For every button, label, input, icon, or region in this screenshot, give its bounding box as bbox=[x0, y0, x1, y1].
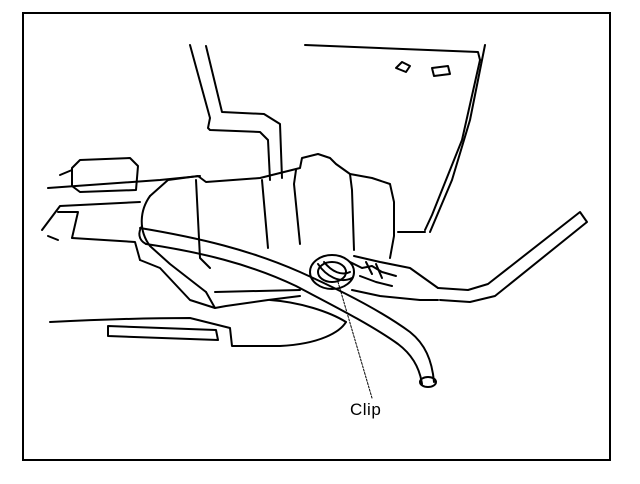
clip-label: Clip bbox=[350, 400, 382, 419]
fuel-line-right bbox=[438, 212, 587, 302]
lower-plate bbox=[50, 300, 346, 346]
clip bbox=[310, 255, 438, 300]
clip-leader-line bbox=[338, 282, 372, 398]
diagram-frame bbox=[22, 12, 611, 461]
connector-body bbox=[142, 154, 394, 308]
left-housing bbox=[42, 158, 215, 308]
upper-bracket bbox=[190, 45, 485, 232]
